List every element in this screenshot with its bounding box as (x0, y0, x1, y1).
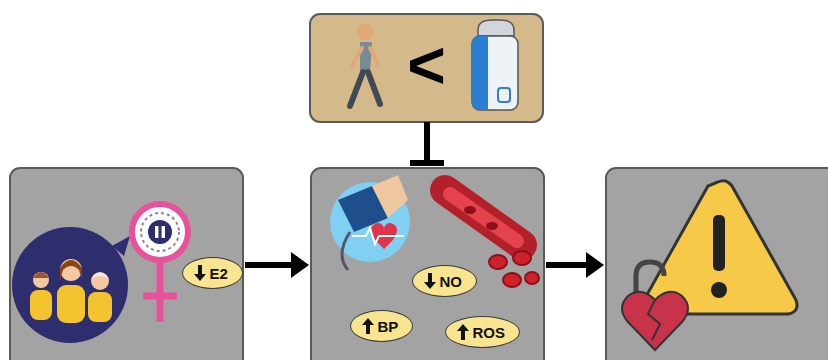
trend-oval: E2 (182, 257, 243, 289)
inhaler-icon (472, 20, 518, 110)
trend-arrow (194, 265, 206, 281)
trend-oval: BP (350, 310, 413, 342)
trend-arrow (362, 318, 374, 334)
panel-box: < (310, 14, 543, 122)
trend-arrow (424, 273, 436, 289)
middle-panel (311, 168, 544, 360)
arrow-connector (546, 252, 604, 278)
inhibition-connector (410, 122, 444, 163)
trend-arrow (457, 324, 469, 340)
left-panel (10, 168, 243, 360)
heart-lock-icon (622, 262, 688, 350)
trend-label: E2 (210, 266, 228, 281)
trend-label: BP (378, 319, 399, 334)
panel-box: BP NO ROS (311, 168, 544, 360)
trend-label: ROS (473, 325, 506, 340)
trend-oval: ROS (445, 316, 520, 348)
life-cycle-icon (12, 227, 130, 343)
female-symbol (132, 204, 188, 322)
comparison-sign: < (407, 32, 446, 98)
arrow-connector (245, 252, 309, 278)
panel-box (606, 168, 828, 360)
trend-oval: NO (412, 265, 477, 297)
walking-person-icon (350, 24, 380, 106)
blood-pressure-icon (330, 175, 410, 270)
trend-label: NO (440, 274, 463, 289)
top-panel (310, 14, 543, 122)
panel-box: E2 (10, 168, 243, 360)
right-panel (606, 168, 828, 360)
